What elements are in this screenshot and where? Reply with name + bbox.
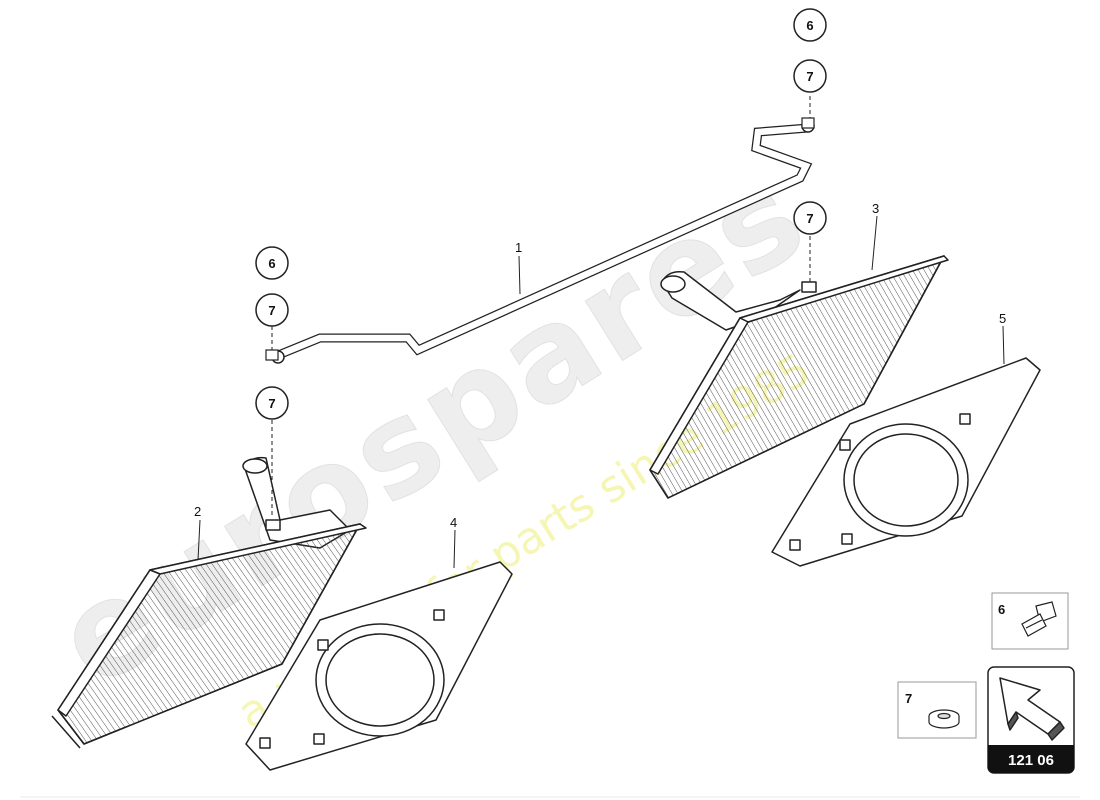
part-number-labels: 1 2 3 4 5 bbox=[194, 201, 1006, 530]
part-label-5: 5 bbox=[999, 311, 1006, 326]
bubble-top-6: 6 bbox=[793, 8, 827, 42]
reference-number: 121 06 bbox=[1008, 752, 1054, 769]
part-4-left-shroud bbox=[245, 561, 513, 771]
bubble-left-7b: 7 bbox=[255, 386, 289, 420]
part-label-4: 4 bbox=[450, 515, 457, 530]
part-label-3: 3 bbox=[872, 201, 879, 216]
part-label-2: 2 bbox=[194, 504, 201, 519]
legend-item-7: 7 bbox=[897, 681, 977, 739]
bubble-top-7a: 7 bbox=[793, 59, 827, 93]
fasteners bbox=[265, 117, 815, 361]
reference-box: 121 06 bbox=[987, 666, 1075, 774]
legend-item-7-number: 7 bbox=[905, 691, 912, 706]
svg-text:7: 7 bbox=[806, 69, 813, 84]
leader-lines bbox=[197, 96, 1005, 569]
part-label-1: 1 bbox=[515, 240, 522, 255]
part-3-right-radiator bbox=[649, 255, 949, 499]
washer-icon bbox=[928, 709, 960, 729]
svg-text:7: 7 bbox=[806, 211, 813, 226]
bolt-icon bbox=[1021, 601, 1057, 637]
svg-text:7: 7 bbox=[268, 303, 275, 318]
callout-bubbles: 6 7 7 6 7 7 bbox=[255, 8, 827, 420]
legend-item-6-number: 6 bbox=[998, 602, 1005, 617]
svg-text:6: 6 bbox=[806, 18, 813, 33]
arrow-icon bbox=[999, 677, 1065, 741]
part-2-left-radiator bbox=[51, 456, 367, 749]
svg-text:7: 7 bbox=[268, 396, 275, 411]
bubble-left-7a: 7 bbox=[255, 293, 289, 327]
bubble-top-7b: 7 bbox=[793, 201, 827, 235]
part-5-right-shroud bbox=[771, 357, 1041, 567]
svg-text:6: 6 bbox=[268, 256, 275, 271]
legend-item-6: 6 bbox=[991, 592, 1069, 650]
bubble-left-6: 6 bbox=[255, 246, 289, 280]
